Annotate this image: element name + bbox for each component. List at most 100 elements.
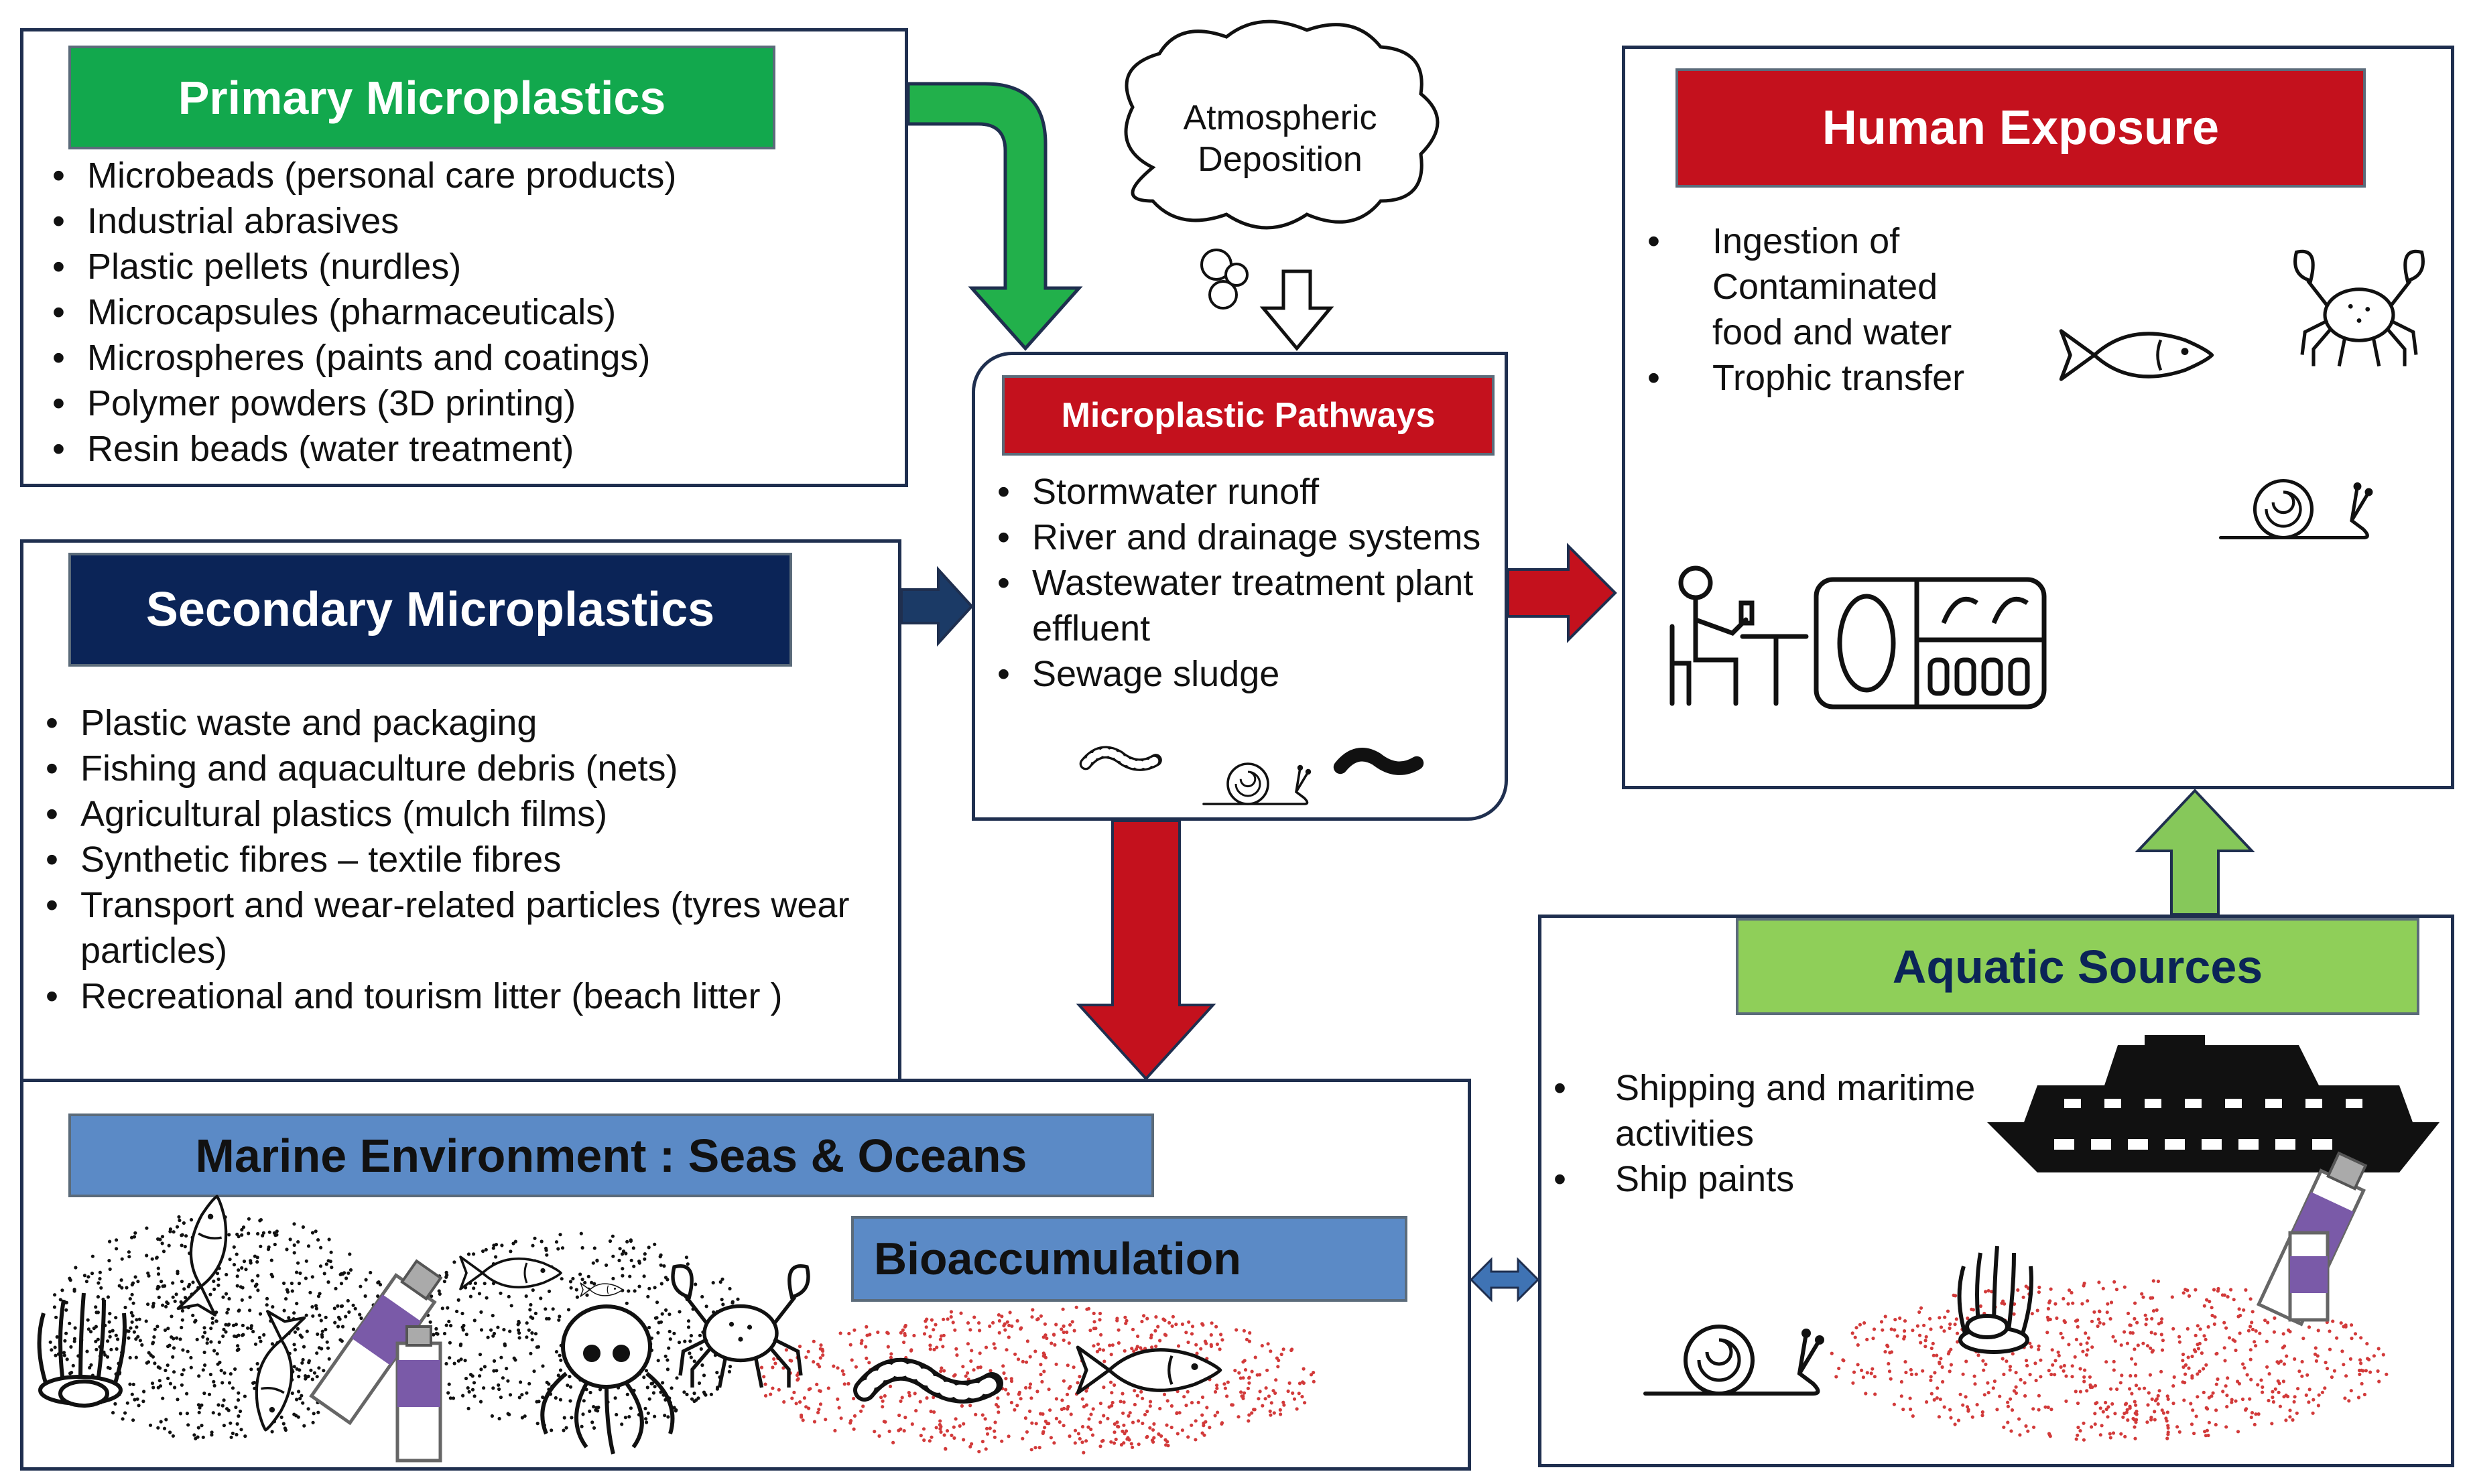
particle-dot	[517, 1331, 521, 1335]
particle-dot	[111, 1329, 115, 1333]
particle-dot	[2186, 1327, 2190, 1331]
particle-dot	[2249, 1415, 2253, 1420]
particle-dot	[491, 1334, 495, 1338]
particle-dot	[1842, 1359, 1846, 1363]
particle-dot	[2076, 1433, 2080, 1437]
particle-dot	[661, 1381, 665, 1385]
particle-dot	[1068, 1323, 1072, 1327]
particle-dot	[2349, 1389, 2353, 1393]
particle-dot	[2049, 1287, 2053, 1291]
particle-dot	[513, 1239, 518, 1243]
particle-dot	[511, 1241, 515, 1245]
particle-dot	[2061, 1336, 2065, 1340]
particle-dot	[358, 1312, 362, 1317]
paint-tube-icon	[2288, 1231, 2330, 1322]
particle-dot	[817, 1408, 821, 1412]
particle-dot	[266, 1247, 271, 1252]
particle-dot	[659, 1282, 663, 1286]
particle-dot	[265, 1296, 269, 1300]
particle-dot	[1028, 1355, 1032, 1359]
particle-dot	[2377, 1347, 2381, 1351]
particle-dot	[2111, 1431, 2116, 1435]
particle-dot	[1129, 1442, 1133, 1446]
particle-dot	[1909, 1367, 1913, 1372]
particle-dot	[1141, 1421, 1145, 1426]
particle-dot	[989, 1369, 993, 1373]
particle-dot	[499, 1355, 503, 1359]
particle-dot	[1100, 1439, 1104, 1443]
particle-dot	[168, 1381, 172, 1386]
particle-dot	[1209, 1333, 1213, 1337]
particle-dot	[86, 1318, 90, 1322]
particle-dot	[922, 1332, 927, 1336]
particle-dot	[868, 1333, 872, 1337]
particle-dot	[928, 1343, 932, 1347]
particle-dot	[301, 1357, 305, 1362]
particle-dot	[690, 1397, 694, 1401]
particle-dot	[2014, 1371, 2018, 1375]
particle-dot	[48, 1340, 52, 1344]
particle-dot	[529, 1351, 533, 1355]
particle-dot	[940, 1366, 944, 1370]
particle-dot	[470, 1388, 475, 1392]
particle-dot	[298, 1396, 302, 1401]
particle-dot	[50, 1348, 54, 1352]
particle-dot	[166, 1301, 170, 1306]
particle-dot	[1082, 1451, 1086, 1455]
particle-dot	[377, 1280, 381, 1284]
particle-dot	[171, 1355, 175, 1359]
particle-dot	[2123, 1285, 2127, 1289]
particle-dot	[1102, 1359, 1106, 1363]
person-eating-icon	[1669, 565, 1809, 706]
particle-dot	[222, 1424, 226, 1428]
particle-dot	[159, 1420, 163, 1424]
particle-dot	[2225, 1405, 2229, 1409]
particle-dot	[180, 1308, 184, 1313]
particle-dot	[202, 1350, 206, 1355]
particle-dot	[559, 1358, 563, 1362]
particle-dot	[1938, 1360, 1942, 1364]
particle-dot	[547, 1317, 551, 1321]
particle-dot	[2236, 1430, 2240, 1434]
particle-dot	[132, 1330, 136, 1334]
particle-dot	[466, 1386, 470, 1390]
particle-dot	[852, 1427, 856, 1431]
particle-dot	[818, 1389, 822, 1393]
particle-dot	[2281, 1379, 2285, 1384]
particle-dot	[721, 1302, 725, 1306]
particle-dot	[275, 1229, 279, 1233]
particle-dot	[621, 1274, 625, 1278]
particle-dot	[1948, 1322, 1952, 1326]
particle-dot	[1080, 1397, 1084, 1401]
particle-dot	[2190, 1422, 2194, 1426]
particle-dot	[551, 1307, 555, 1311]
particle-dot	[836, 1397, 840, 1401]
particle-dot	[2300, 1374, 2304, 1378]
particle-dot	[2266, 1321, 2270, 1325]
particle-dot	[2159, 1369, 2163, 1373]
particle-dot	[166, 1363, 170, 1367]
particle-dot	[94, 1305, 98, 1309]
particle-dot	[2157, 1322, 2161, 1326]
particle-dot	[939, 1369, 943, 1373]
particle-dot	[434, 1331, 438, 1335]
particle-dot	[2092, 1310, 2096, 1314]
particle-dot	[180, 1280, 184, 1284]
list-item: Agricultural plastics (mulch films)	[34, 791, 878, 837]
particle-dot	[2147, 1391, 2151, 1395]
particle-dot	[554, 1396, 558, 1400]
particle-dot	[482, 1386, 486, 1390]
particle-dot	[1015, 1404, 1019, 1408]
particle-dot	[351, 1303, 355, 1307]
particle-dot	[966, 1371, 970, 1375]
particle-dot	[678, 1310, 682, 1314]
particle-dot	[1986, 1381, 1990, 1385]
particle-dot	[2182, 1398, 2186, 1402]
particle-dot	[1200, 1395, 1205, 1400]
worm-icon	[1086, 752, 1156, 765]
particle-dot	[2094, 1402, 2098, 1406]
particle-dot	[1162, 1392, 1167, 1396]
particle-dot	[456, 1298, 460, 1302]
particle-dot	[2204, 1406, 2208, 1410]
particle-dot	[685, 1392, 689, 1396]
